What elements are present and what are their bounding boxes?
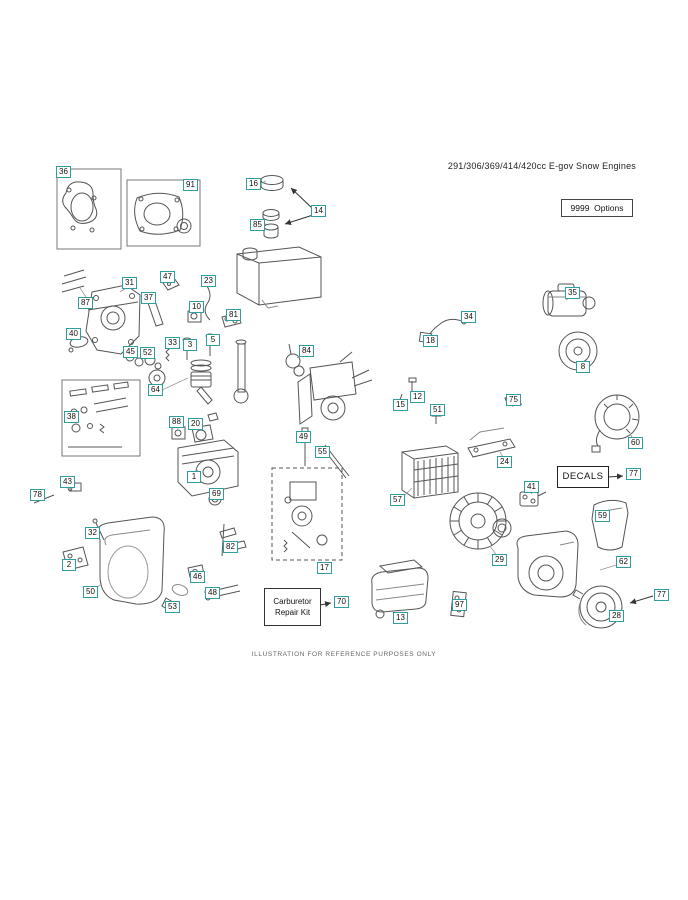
part-callout-28: 28 [609,610,624,622]
bracket-art [467,427,516,458]
options-box: 9999 Options [561,199,633,217]
rocker-art [161,523,247,613]
leader-lines [37,180,637,619]
part-callout-47: 47 [160,271,175,283]
carb-kit-line1: Carburetor [273,597,312,606]
part-callout-43: 43 [60,476,75,488]
part-callout-70: 70 [334,596,349,608]
page-title: 291/306/369/414/420cc E-gov Snow Engines [447,161,636,171]
part-callout-87: 87 [78,297,93,309]
part-callout-41: 41 [524,481,539,493]
part-callout-18: 18 [423,335,438,347]
part-callout-36: 36 [56,166,71,178]
muffler-art [371,559,467,619]
flywheel-art [449,492,512,550]
part-callout-48: 48 [205,587,220,599]
part-callout-64: 64 [148,384,163,396]
part-callout-24: 24 [497,456,512,468]
part-callout-50: 50 [83,586,98,598]
blower-housing-art [516,530,579,598]
carb-kit-line2: Repair Kit [274,608,311,617]
part-callout-85: 85 [250,219,265,231]
gasket-set-art [56,168,201,250]
part-callout-91: 91 [183,179,198,191]
part-callout-15: 15 [393,399,408,411]
part-callout-33: 33 [165,337,180,349]
recoil-starter-art [572,585,623,629]
part-callout-69: 69 [209,488,224,500]
pointer-arrows [284,187,654,608]
carburetor-repair-kit-box: Carburetor Repair Kit [264,588,321,626]
part-callout-78: 78 [30,489,45,501]
part-callout-59: 59 [595,510,610,522]
part-callout-88: 88 [169,416,184,428]
part-callout-53: 53 [165,601,180,613]
part-callout-14: 14 [311,205,326,217]
part-callout-1: 1 [187,471,201,483]
part-callout-82: 82 [223,541,238,553]
part-callout-17: 17 [317,562,332,574]
part-callout-16: 16 [246,178,261,190]
fuel-tank-art [236,175,322,309]
part-callout-32: 32 [85,527,100,539]
alternator-art [591,394,640,453]
part-callout-12: 12 [410,391,425,403]
piston-crank-art [148,339,249,405]
part-callout-38: 38 [64,411,79,423]
carburetor-assembly-art [297,351,373,479]
reference-note: ILLUSTRATION FOR REFERENCE PURPOSES ONLY [251,651,437,658]
part-callout-40: 40 [66,328,81,340]
part-callout-31: 31 [122,277,137,289]
part-callout-10: 10 [189,301,204,313]
part-callout-97: 97 [452,599,467,611]
part-callout-49: 49 [296,431,311,443]
part-callout-77: 77 [626,468,641,480]
heater-box-art [401,445,459,499]
part-callout-45: 45 [123,346,138,358]
part-callout-52: 52 [140,347,155,359]
carb-detail-art [271,467,343,561]
part-callout-60: 60 [628,437,643,449]
part-callout-57: 57 [390,494,405,506]
ignition-coil-art [519,491,547,507]
part-callout-46: 46 [190,571,205,583]
part-callout-62: 62 [616,556,631,568]
part-callout-77: 77 [654,589,669,601]
part-callout-20: 20 [188,418,203,430]
part-callout-34: 34 [461,311,476,323]
decals-box: DECALS [557,466,609,488]
breakdown-box-art [61,379,141,457]
part-callout-5: 5 [206,334,220,346]
part-callout-29: 29 [492,554,507,566]
part-callout-8: 8 [576,361,590,373]
part-callout-13: 13 [393,612,408,624]
part-callout-35: 35 [565,287,580,299]
part-callout-51: 51 [430,404,445,416]
part-callout-2: 2 [62,559,76,571]
part-callout-84: 84 [299,345,314,357]
part-callout-37: 37 [141,292,156,304]
part-callout-75: 75 [506,394,521,406]
part-callout-81: 81 [226,309,241,321]
part-callout-3: 3 [183,339,197,351]
cover-area-art [33,482,165,605]
part-callout-23: 23 [201,275,216,287]
governor-art [285,343,305,377]
side-panel-art [591,499,629,551]
part-callout-55: 55 [315,446,330,458]
intake-plates-art [171,412,219,443]
